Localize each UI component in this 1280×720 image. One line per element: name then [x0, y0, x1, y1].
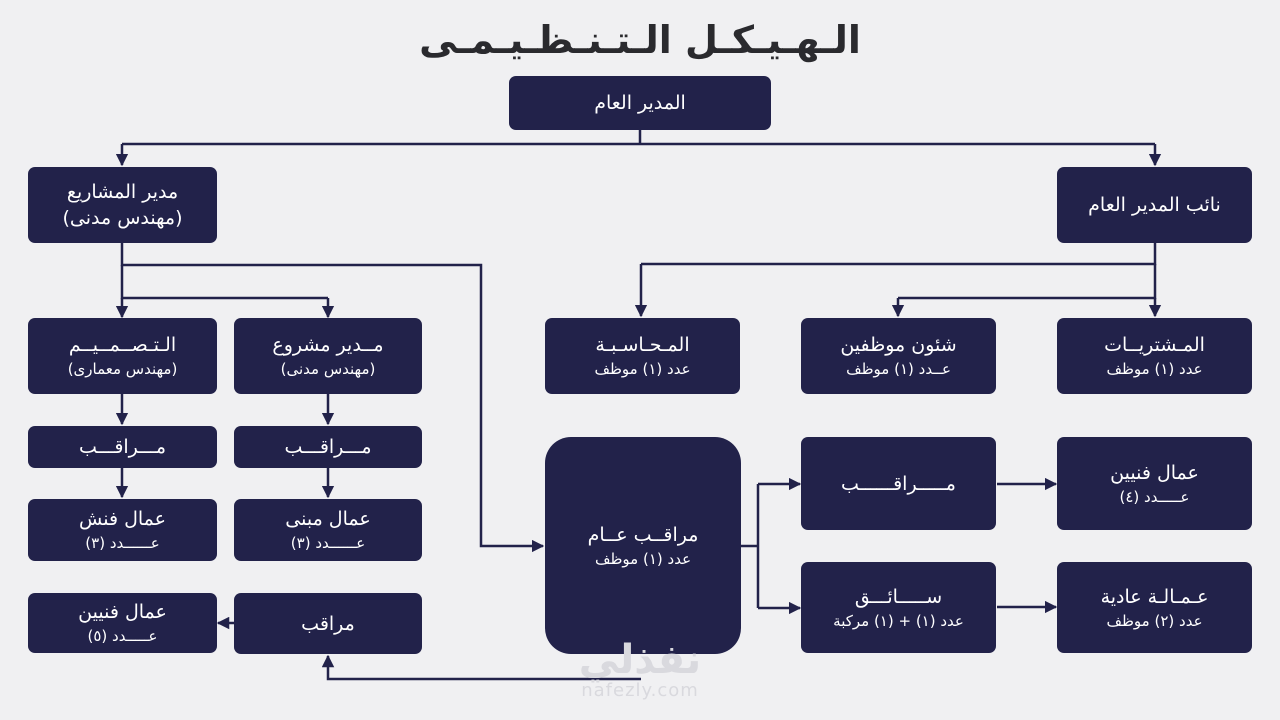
node-purchasing: المـشتريــات عدد (١) موظف — [1057, 318, 1252, 394]
node-sublabel: عدد (١) موظف — [594, 360, 691, 378]
connector-dgm-bus — [641, 243, 1157, 266]
node-sublabel: (مهندس معمارى) — [67, 360, 178, 378]
node-label: مـــراقـــب — [78, 436, 167, 458]
connector-pm-branch — [120, 265, 328, 300]
node-sublabel: عدد (١) + (١) مركبة — [833, 611, 964, 630]
connector-gs-branch — [741, 484, 760, 608]
node-driver: ســـــائـــق عدد (١) + (١) مركبة — [801, 562, 996, 653]
node-design: الـتـصــمــيــم (مهندس معمارى) — [28, 318, 217, 394]
node-building-workers: عمال مبنى عــــــدد (٣) — [234, 499, 422, 561]
node-sublabel: عــدد (١) موظف — [846, 360, 951, 378]
node-sublabel: عــــــدد (٣) — [85, 534, 160, 552]
connector-pm-down — [120, 243, 545, 553]
node-project-manager: مــدير مشروع (مهندس مدنى) — [234, 318, 422, 394]
connector-bottom — [321, 654, 641, 681]
node-sublabel: عـــــدد (٥) — [87, 627, 158, 645]
connector-dgm-branch2 — [898, 264, 1157, 300]
node-sublabel: عـــــدد (٤) — [1119, 487, 1190, 506]
node-accounting: المـحـاسـبـة عدد (١) موظف — [545, 318, 740, 394]
node-tech-workers: عمال فنيين عـــــدد (٤) — [1057, 437, 1252, 530]
node-sublabel: عدد (١) موظف — [1106, 360, 1203, 378]
connector-gm-bus — [122, 130, 1155, 146]
node-label: شئون موظفين — [840, 334, 957, 356]
chart-title: الـهـيـكـل الـتـنـظـيـمـى — [419, 18, 861, 62]
node-sublabel: (مهندس مدنى) — [280, 360, 376, 378]
node-supervisor-design: مـــراقـــب — [28, 426, 217, 468]
node-projects-manager: مدير المشاريع (مهندس مدنى) — [28, 167, 217, 243]
node-hr: شئون موظفين عــدد (١) موظف — [801, 318, 996, 394]
node-label: عمال فنيين — [1110, 461, 1199, 484]
node-tech-workers-2: عمال فنيين عـــــدد (٥) — [28, 593, 217, 653]
watermark: نفذلي nafezly.com — [540, 640, 740, 702]
node-label: مـــراقـــب — [284, 436, 372, 458]
node-regular-labor: عـمـالـة عادية عدد (٢) موظف — [1057, 562, 1252, 653]
node-label: عمال مبنى — [285, 508, 371, 530]
node-label: الـتـصــمــيــم — [68, 334, 177, 356]
watermark-site: nafezly.com — [581, 680, 699, 701]
node-label: نائب المدير العام — [1088, 194, 1221, 216]
node-label: عـمـالـة عادية — [1100, 585, 1209, 608]
node-label: المـحـاسـبـة — [595, 334, 690, 356]
node-general-manager: المدير العام — [509, 76, 771, 130]
node-sublabel: عدد (١) موظف — [594, 549, 692, 568]
node-finish-workers: عمال فنش عــــــدد (٣) — [28, 499, 217, 561]
node-sublabel: (مهندس مدنى) — [62, 207, 183, 229]
node-label: مراقــب عــام — [587, 523, 699, 546]
node-label: مــدير مشروع — [272, 334, 384, 356]
node-sublabel: عدد (٢) موظف — [1106, 611, 1203, 630]
node-label: المدير العام — [594, 92, 686, 114]
node-supervisor-tech: مـــــراقــــــب — [801, 437, 996, 530]
node-general-supervisor: مراقــب عــام عدد (١) موظف — [545, 437, 741, 654]
node-label: ســـــائـــق — [854, 585, 943, 608]
node-supervisor-project: مـــراقـــب — [234, 426, 422, 468]
node-label: مراقب — [301, 612, 355, 635]
node-label: مـــــراقــــــب — [841, 472, 956, 495]
node-sublabel: عــــــدد (٣) — [290, 534, 366, 552]
watermark-logo: نفذلي — [578, 637, 702, 683]
node-supervisor-bottom: مراقب — [234, 593, 422, 654]
node-label: عمال فنيين — [78, 601, 167, 623]
node-label: عمال فنش — [79, 508, 166, 530]
node-label: مدير المشاريع — [66, 181, 179, 203]
node-label: المـشتريــات — [1104, 334, 1205, 356]
node-deputy-general-manager: نائب المدير العام — [1057, 167, 1252, 243]
